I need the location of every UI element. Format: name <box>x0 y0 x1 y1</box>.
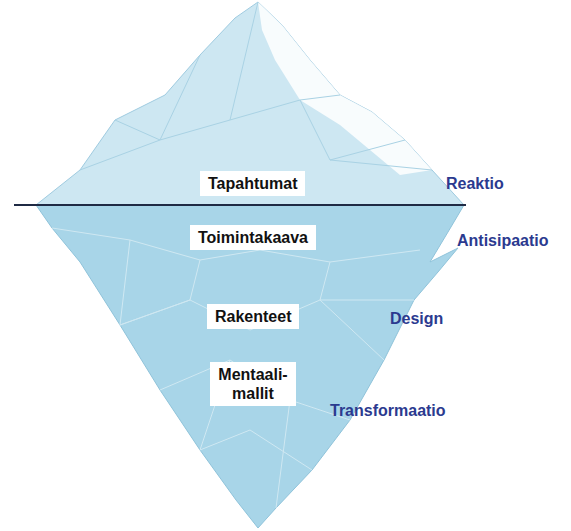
level-box: Mentaali- mallit <box>210 362 296 406</box>
level-text: Tapahtumat <box>208 174 297 193</box>
level-box: Tapahtumat <box>200 171 305 196</box>
response-label: Reaktio <box>446 174 504 193</box>
response-label: Antisipaatio <box>457 231 549 250</box>
iceberg-above-water <box>36 2 464 205</box>
level-box: Rakenteet <box>207 304 299 329</box>
level-box: Toimintakaava <box>190 225 316 250</box>
level-text: Toimintakaava <box>198 228 308 247</box>
response-label: Transformaatio <box>330 401 446 420</box>
ice-facets-above-water <box>80 2 432 170</box>
ice-facets-underwater <box>52 228 420 508</box>
level-text: Rakenteet <box>215 307 291 326</box>
response-label: Design <box>390 309 443 328</box>
level-text: Mentaali- mallit <box>218 365 288 403</box>
iceberg-underwater <box>36 205 464 528</box>
ice-highlight <box>258 2 432 175</box>
waterline <box>14 204 466 206</box>
